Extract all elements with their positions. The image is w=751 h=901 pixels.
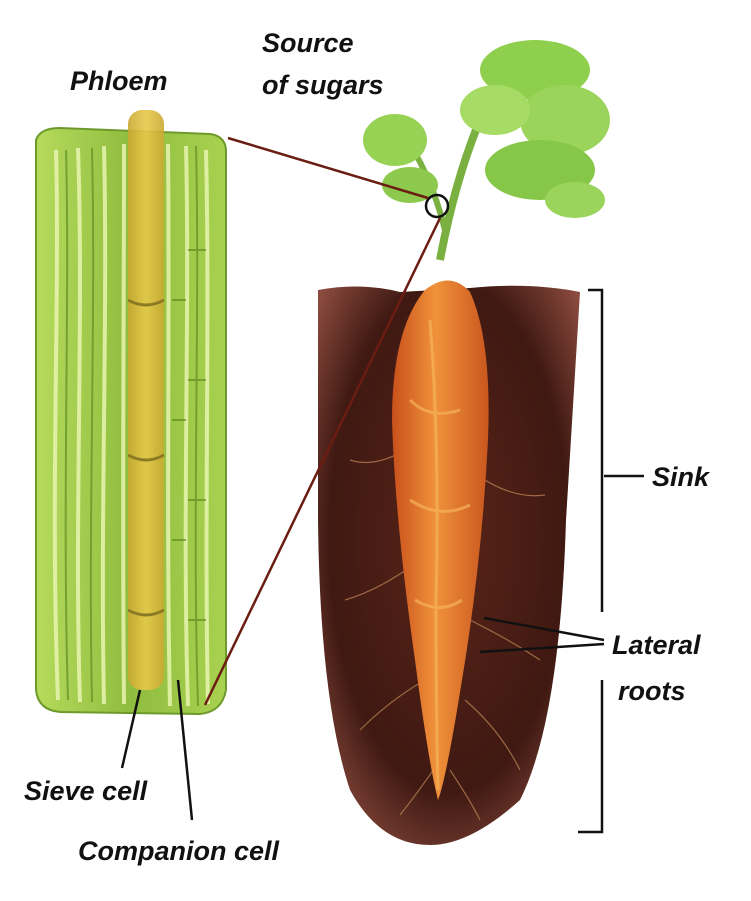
label-source-line1: Source: [262, 28, 354, 58]
label-lateral-line2: roots: [618, 676, 686, 706]
leaf-foliage: [363, 40, 610, 261]
sieve-tube: [128, 110, 164, 690]
label-sieve-cell: Sieve cell: [24, 776, 148, 806]
label-phloem: Phloem: [70, 66, 168, 96]
label-source-line2: of sugars: [262, 70, 384, 100]
carrot-illustration: [392, 280, 489, 800]
lateral-root-hairs: [344, 439, 546, 821]
phloem-tissue-illustration: [35, 110, 227, 716]
label-sink: Sink: [652, 462, 711, 492]
cell-pointer-lines: [120, 679, 194, 821]
source-circle: [424, 193, 450, 219]
label-lateral-line1: Lateral: [612, 630, 701, 660]
lateral-roots-pointers: [479, 616, 605, 654]
zoom-connector-lines: [203, 136, 442, 706]
label-companion-cell: Companion cell: [78, 836, 280, 866]
sink-bracket: [578, 288, 644, 834]
